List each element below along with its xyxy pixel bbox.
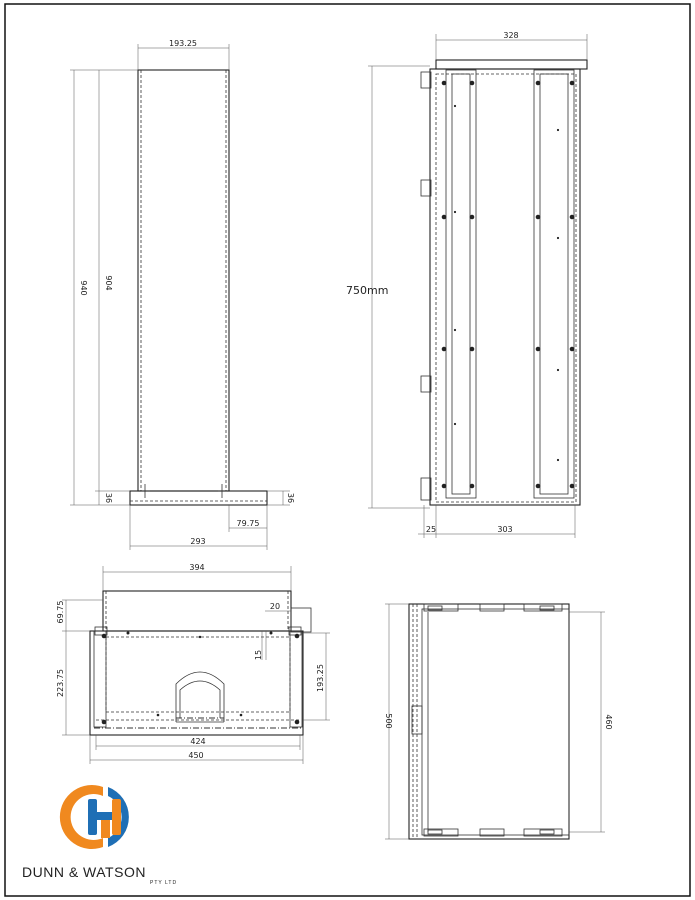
front-height-total-label: 940 (79, 280, 88, 295)
page-border (4, 3, 691, 897)
top-depth-right-label: 193.25 (316, 664, 325, 692)
logo-sub: PTY LTD (150, 880, 177, 886)
front-base-left-label: 36 (104, 493, 113, 503)
logo-name: DUNN & WATSON (22, 864, 146, 880)
logo-mark (59, 784, 129, 849)
top-view: 394 69.75 20 15 223.75 193.25 424 450 (56, 563, 330, 764)
front-width-top-label: 193.25 (169, 39, 197, 48)
company-logo: DUNN & WATSON PTY LTD (22, 784, 177, 886)
side-width-top-label: 328 (503, 31, 518, 40)
front-height-inner-label: 904 (104, 275, 113, 290)
side-offset-label: 25 (426, 525, 436, 534)
front-view: 193.25 940 904 36 36 79.75 293 (70, 39, 295, 550)
front-base-width-label: 293 (190, 537, 205, 546)
side-view: 328 750mm 25 303 (346, 31, 588, 538)
front-base-offset-label: 79.75 (237, 519, 260, 528)
plan-depth-outer-label: 500 (384, 713, 393, 728)
side-width-bottom-label: 303 (497, 525, 512, 534)
front-base-right-label: 36 (286, 493, 295, 503)
top-depth-top-label: 69.75 (56, 601, 65, 624)
plan-depth-inner-label: 460 (604, 714, 613, 729)
top-width-inner-label: 424 (190, 737, 205, 746)
side-height-label: 750mm (346, 284, 388, 297)
top-depth-left-label: 223.75 (56, 669, 65, 697)
top-width-outer-label: 450 (188, 751, 203, 760)
plan-view: 500 460 (384, 603, 613, 840)
top-flange-label: 20 (270, 602, 280, 611)
top-width-top-label: 394 (189, 563, 204, 572)
top-slot-label: 15 (254, 650, 263, 660)
